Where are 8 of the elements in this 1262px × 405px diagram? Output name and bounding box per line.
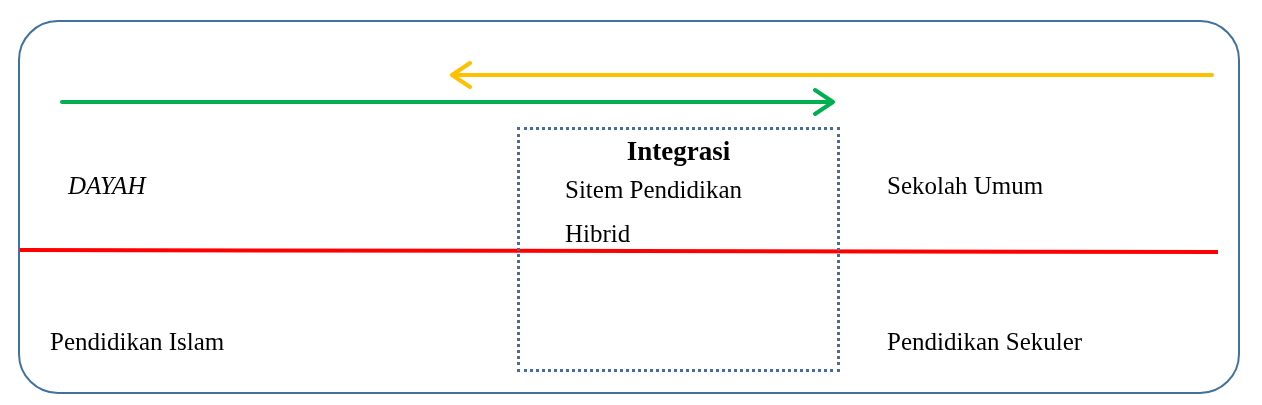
category-label: Pendidikan Islam: [50, 328, 225, 356]
body-text: Sitem Pendidikan Hibrid: [565, 175, 744, 249]
category-label: DAYAH: [68, 172, 146, 200]
category-label: Sekolah Umum: [887, 172, 1044, 200]
heading-text: Integrasi: [625, 135, 732, 168]
dotted-box: [517, 127, 840, 372]
category-label: Pendidikan Sekuler: [887, 328, 1083, 356]
frame-box: [18, 20, 1240, 394]
